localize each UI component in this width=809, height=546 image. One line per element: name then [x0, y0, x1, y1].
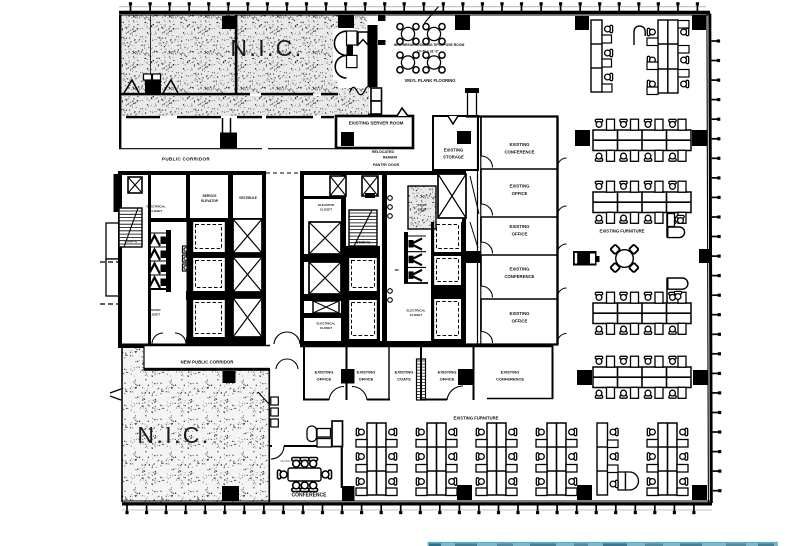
svg-text:OFFICE: OFFICE [359, 377, 374, 382]
svg-text:ELEVATOR: ELEVATOR [201, 199, 219, 203]
svg-text:CONFERENCE: CONFERENCE [496, 377, 524, 382]
svg-text:EXISTING: EXISTING [509, 267, 530, 272]
svg-text:GLASS ORACLE BOARD: GLASS ORACLE BOARD [280, 459, 311, 463]
svg-text:WC: WC [395, 268, 401, 272]
svg-text:STOR.: STOR. [418, 203, 427, 207]
svg-text:ELECTRICAL: ELECTRICAL [317, 322, 336, 326]
svg-text:NEW PUBLIC CORRIDOR: NEW PUBLIC CORRIDOR [181, 360, 235, 365]
svg-text:EXISTING: EXISTING [395, 370, 414, 375]
svg-text:VESTIBULE: VESTIBULE [239, 196, 257, 200]
svg-text:STORAGE: STORAGE [443, 155, 464, 160]
svg-text:CLOSET: CLOSET [320, 208, 332, 212]
svg-text:VINYL PLANK FLOORING: VINYL PLANK FLOORING [404, 78, 455, 83]
svg-text:COATS: COATS [397, 377, 411, 382]
svg-text:EXISTING FURNITURE: EXISTING FURNITURE [600, 229, 645, 234]
svg-text:CLOSET: CLOSET [148, 313, 160, 317]
svg-text:OFFICE: OFFICE [512, 191, 528, 196]
svg-text:CLOSET: CLOSET [320, 326, 332, 330]
svg-text:CONFERENCE: CONFERENCE [504, 150, 534, 155]
svg-text:EXISTING: EXISTING [509, 311, 530, 316]
svg-text:EXISTING: EXISTING [509, 142, 530, 147]
svg-text:NEW BREAKROOM/MULTIPURPOSE ROO: NEW BREAKROOM/MULTIPURPOSE ROOM [394, 43, 465, 47]
svg-text:10'-6" x 31'-3": 10'-6" x 31'-3" [417, 50, 440, 54]
svg-text:EXISTING: EXISTING [438, 370, 457, 375]
svg-text:CLOS.: CLOS. [418, 208, 427, 212]
svg-text:SERVICE: SERVICE [203, 194, 217, 198]
svg-text:ELEVATOR: ELEVATOR [318, 203, 335, 207]
svg-text:OFFICE: OFFICE [512, 319, 528, 324]
svg-text:ELECTRICAL: ELECTRICAL [147, 205, 166, 209]
svg-text:CONFERENCE: CONFERENCE [291, 493, 327, 499]
svg-text:N.I.C.: N.I.C. [137, 422, 210, 448]
svg-text:ELECTRICAL: ELECTRICAL [407, 309, 426, 313]
svg-text:EXISTING SERVER ROOM: EXISTING SERVER ROOM [349, 121, 404, 126]
svg-text:PUBLIC CORRIDOR: PUBLIC CORRIDOR [162, 157, 210, 162]
svg-text:CLOSET: CLOSET [150, 209, 162, 213]
svg-text:JANITOR: JANITOR [147, 308, 161, 312]
svg-text:EXISTING: EXISTING [509, 224, 530, 229]
svg-text:EXISTING: EXISTING [444, 148, 464, 153]
svg-text:CONFERENCE: CONFERENCE [504, 274, 534, 279]
svg-text:EXISTING: EXISTING [501, 370, 520, 375]
svg-text:OFFICE: OFFICE [317, 377, 332, 382]
svg-text:EXISTING: EXISTING [509, 184, 530, 189]
svg-text:EXISTING FURNITURE: EXISTING FURNITURE [454, 416, 499, 421]
svg-text:STAIR #1: STAIR #1 [125, 240, 138, 244]
svg-text:OFFICE: OFFICE [512, 232, 528, 237]
svg-text:STAIR #2: STAIR #2 [356, 241, 370, 245]
svg-text:N.I.C.: N.I.C. [230, 35, 303, 61]
svg-text:PANTRY DOOR: PANTRY DOOR [373, 163, 399, 167]
svg-text:EXISTING: EXISTING [357, 370, 376, 375]
svg-text:REMAIN: REMAIN [383, 156, 398, 160]
svg-text:OFFICE: OFFICE [440, 377, 455, 382]
svg-text:RELOCATED: RELOCATED [372, 150, 394, 154]
svg-text:EXISTING: EXISTING [315, 370, 334, 375]
svg-text:CLOSET: CLOSET [410, 313, 422, 317]
